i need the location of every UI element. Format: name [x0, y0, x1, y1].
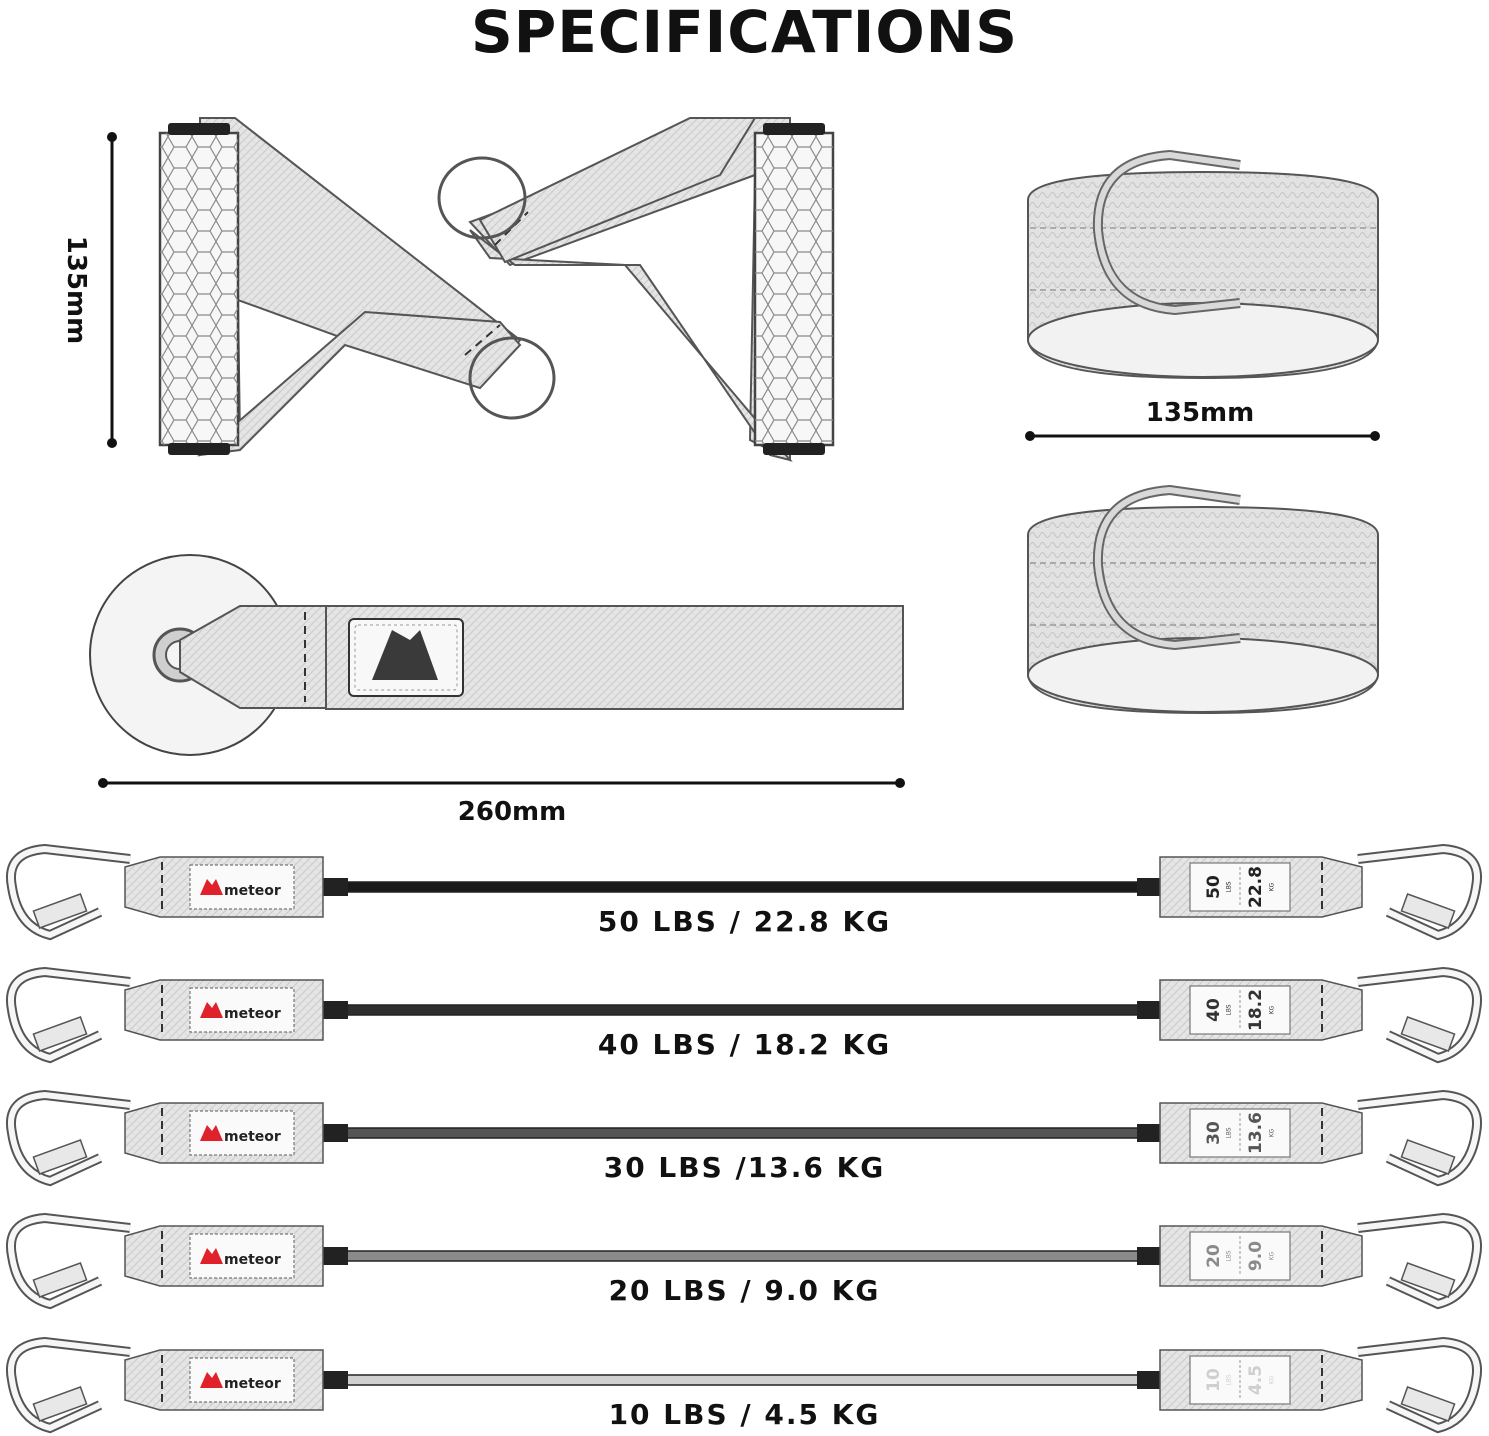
ankle-strap-bottom [1027, 484, 1379, 715]
band-label: 40 LBS / 18.2 KG [597, 1028, 892, 1061]
tag-lbs-unit: LBS [1226, 1004, 1233, 1015]
ankle-strap-width-label: 135mm [1145, 398, 1255, 428]
door-anchor-dimension-line [98, 778, 905, 788]
handle-height-label: 135mm [61, 235, 91, 345]
tag-kg-unit: KG [1269, 1375, 1276, 1384]
door-anchor-length-label: 260mm [457, 797, 567, 827]
right-handle [437, 117, 835, 462]
tag-lbs-value: 20 [1204, 1244, 1224, 1268]
ankle-strap-top [1027, 149, 1379, 380]
tag-kg-value: 18.2 [1246, 989, 1266, 1031]
tag-kg-unit: KG [1269, 882, 1276, 891]
brand-name: meteor [224, 1376, 281, 1392]
brand-logo-icon [200, 1125, 223, 1141]
brand-logo-icon [200, 1248, 223, 1264]
tag-kg-value: 4.5 [1246, 1365, 1266, 1395]
tag-lbs-value: 10 [1204, 1368, 1224, 1392]
band-label: 20 LBS / 9.0 KG [608, 1274, 881, 1307]
tag-kg-unit: KG [1269, 1251, 1276, 1260]
tag-lbs-value: 50 [1204, 875, 1224, 899]
left-handle [158, 117, 556, 457]
brand-logo-icon [200, 879, 223, 895]
brand-name: meteor [224, 1006, 281, 1022]
brand-name: meteor [224, 1129, 281, 1145]
brand-logo-icon [200, 1372, 223, 1388]
page-title: SPECIFICATIONS [471, 0, 1018, 66]
tag-kg-value: 9.0 [1246, 1241, 1266, 1271]
door-anchor [89, 554, 904, 756]
tag-lbs-unit: LBS [1226, 1250, 1233, 1261]
band-label: 50 LBS / 22.8 KG [597, 905, 892, 938]
height-dimension-line [107, 132, 117, 448]
ankle-strap-dimension-line [1025, 431, 1380, 441]
tag-lbs-value: 40 [1204, 998, 1224, 1022]
tag-lbs-unit: LBS [1226, 881, 1233, 892]
band-label: 10 LBS / 4.5 KG [608, 1398, 881, 1431]
brand-logo-icon [372, 630, 438, 680]
tag-kg-value: 22.8 [1246, 866, 1266, 908]
tag-kg-unit: KG [1269, 1005, 1276, 1014]
brand-name: meteor [224, 883, 281, 899]
tag-lbs-value: 30 [1204, 1121, 1224, 1145]
tag-lbs-unit: LBS [1226, 1127, 1233, 1138]
tag-kg-value: 13.6 [1246, 1112, 1266, 1154]
tag-kg-unit: KG [1269, 1128, 1276, 1137]
band-label: 30 LBS /13.6 KG [603, 1151, 886, 1184]
tag-lbs-unit: LBS [1226, 1374, 1233, 1385]
brand-logo-icon [200, 1002, 223, 1018]
brand-name: meteor [224, 1252, 281, 1268]
